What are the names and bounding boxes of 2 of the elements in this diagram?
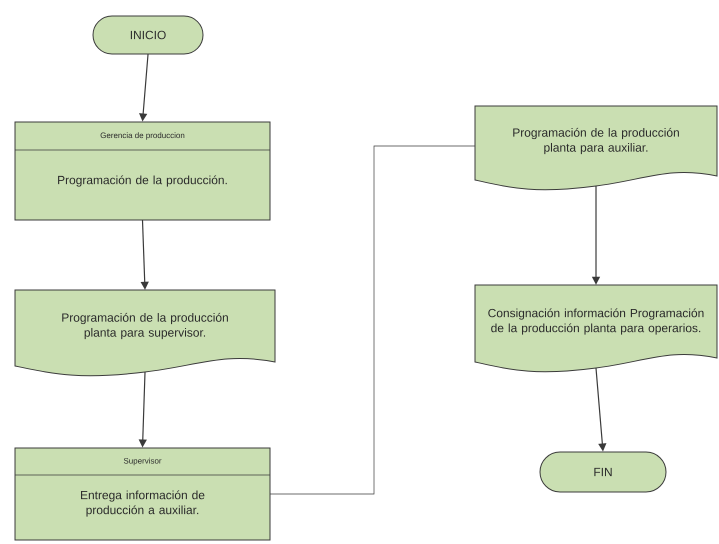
body-text: Programación de la producción.	[58, 175, 227, 187]
body-text: Entrega información de producción a auxiliar.	[81, 490, 204, 517]
